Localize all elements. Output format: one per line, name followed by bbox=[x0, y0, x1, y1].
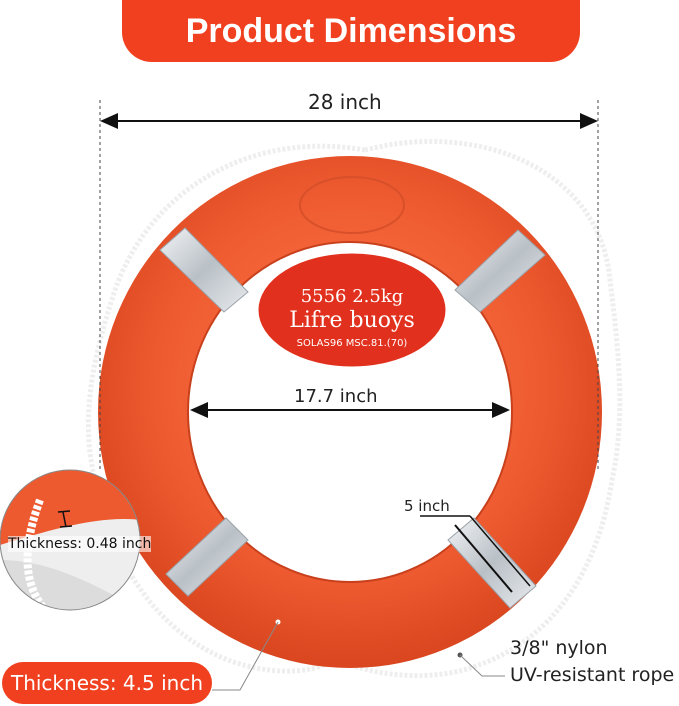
label-line1: 5556 2.5kg bbox=[300, 286, 404, 307]
thickness-badge: Thickness: 4.5 inch bbox=[2, 662, 212, 704]
rope-label-line2: UV-resistant rope bbox=[510, 664, 675, 686]
ring-width-label: 5 inch bbox=[404, 497, 450, 515]
rope-label-line1: 3/8" nylon bbox=[510, 637, 608, 659]
header-banner: Product Dimensions bbox=[122, 0, 580, 62]
shell-thickness-label: Thickness: 0.48 inch bbox=[8, 536, 152, 552]
label-line2: Lifre buoys bbox=[289, 308, 415, 333]
rope bbox=[333, 139, 623, 679]
label-line3: SOLAS96 MSC.81.(70) bbox=[296, 338, 408, 349]
embossed-logo bbox=[299, 176, 405, 234]
page-title: Product Dimensions bbox=[185, 11, 517, 50]
outer-diameter-label: 28 inch bbox=[308, 90, 382, 114]
inner-diameter-label: 17.7 inch bbox=[294, 386, 378, 407]
reflective-tape bbox=[159, 227, 546, 609]
product-label bbox=[255, 250, 449, 370]
thickness-badge-text: Thickness: 4.5 inch bbox=[10, 671, 203, 695]
